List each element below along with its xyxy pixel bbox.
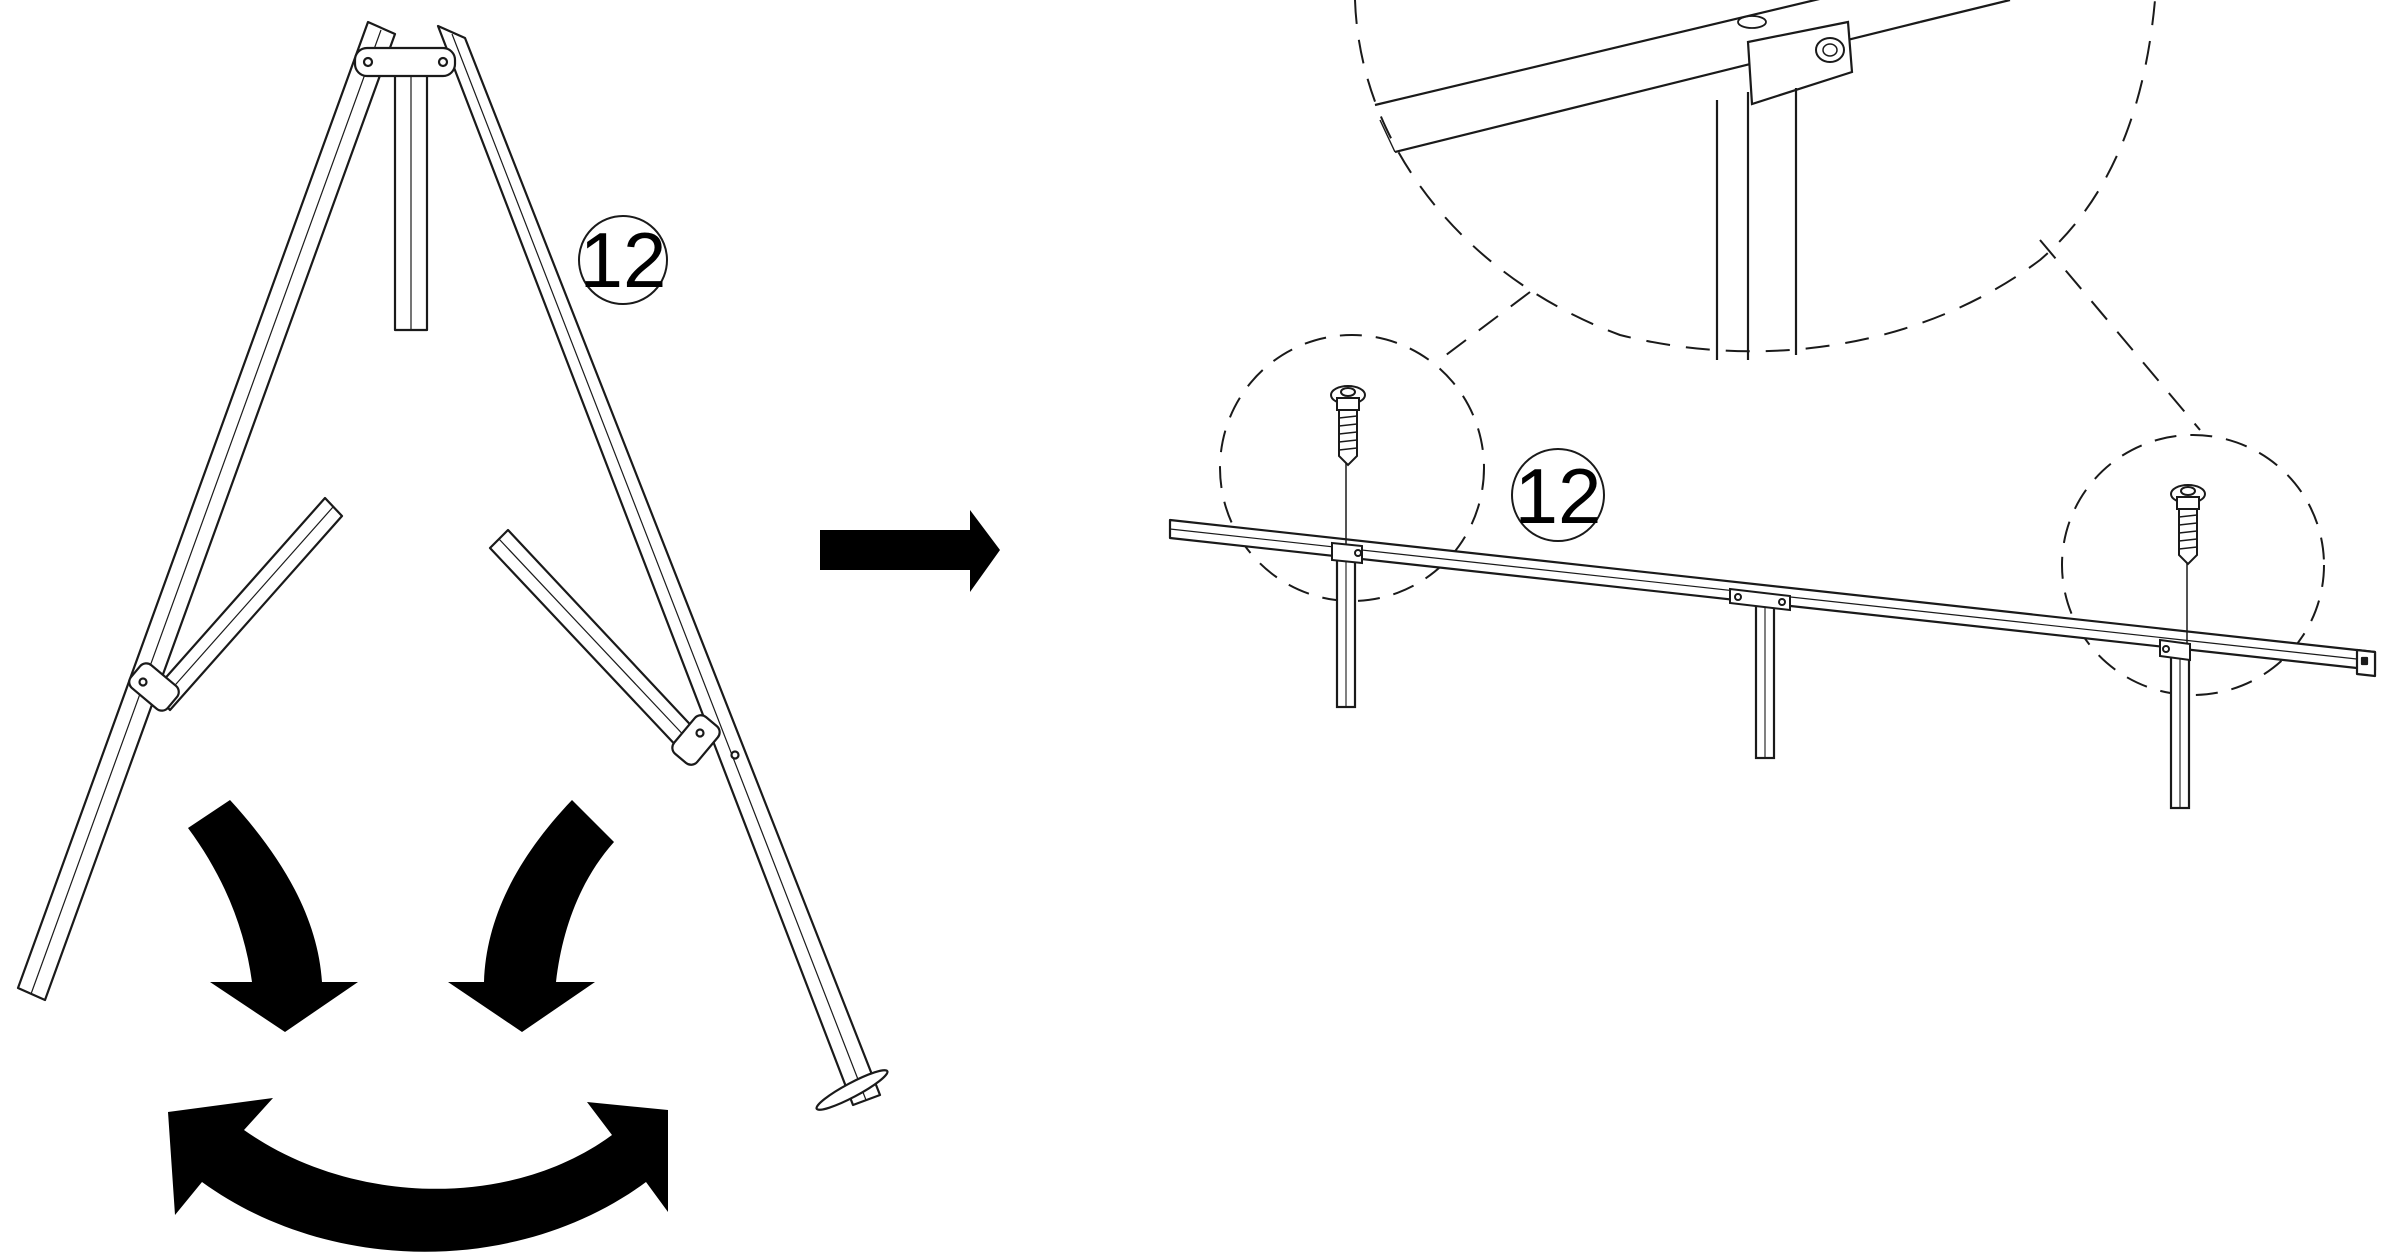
double-curved-arrow-icon: [168, 1098, 668, 1252]
bracket-left: [1331, 541, 1363, 565]
detail-circle: [1354, 0, 2156, 353]
screw-left: [1330, 385, 1366, 545]
curved-arrow-down-right-icon: [448, 800, 614, 1032]
foot-plate: [815, 1069, 889, 1111]
motion-arrows: [168, 800, 668, 1252]
curved-arrow-down-left-icon: [188, 800, 358, 1032]
detail-circle-left: [1219, 334, 1485, 602]
screw-right: [2170, 484, 2206, 643]
detail-magnification: [1354, 0, 2201, 431]
detail-circle-right: [2061, 434, 2325, 696]
bracket-middle: [1729, 587, 1791, 612]
right-brace-clamp: [671, 714, 721, 766]
rail-brackets: [1331, 541, 2191, 662]
part-callout-left: 12: [578, 215, 668, 305]
part-callout-right: 12: [1511, 448, 1605, 542]
bracket-right: [2159, 638, 2191, 662]
folded-frame: [16, 20, 889, 1111]
screw-icon: [2170, 484, 2206, 566]
detail-hole: [1737, 15, 1767, 29]
detail-bracket: [1746, 20, 1854, 106]
part-number-left: 12: [580, 216, 667, 304]
right-arrow-icon: [820, 510, 1000, 592]
part-number-right: 12: [1515, 452, 1602, 540]
screw-icon: [1330, 385, 1366, 467]
posts: [1335, 550, 2191, 810]
left-brace-clamp: [128, 662, 180, 712]
top-hinge-bracket: [353, 46, 457, 78]
